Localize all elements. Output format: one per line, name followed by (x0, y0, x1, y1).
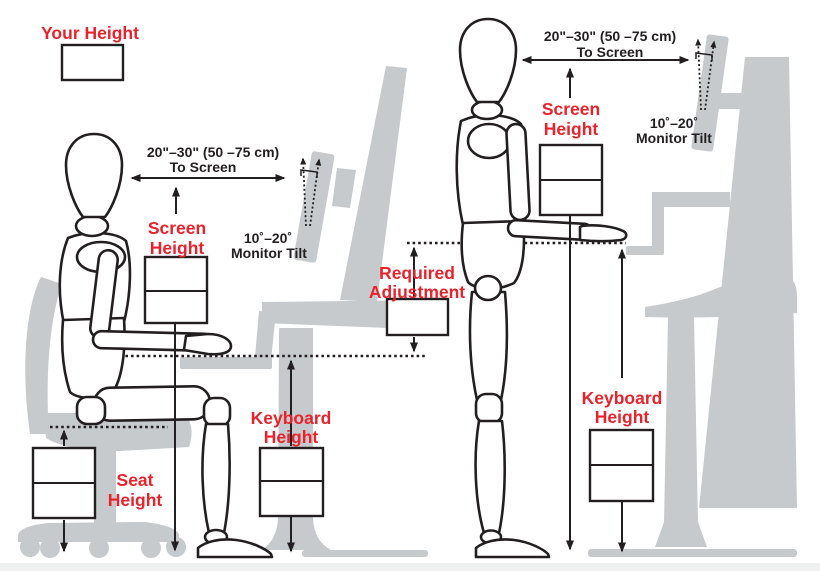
standing-screen-height-input-box[interactable] (538, 143, 604, 217)
required-adjustment-label-line1: Required (379, 263, 455, 283)
standing-mannequin (455, 17, 628, 559)
standing-to-screen-label-line1: 20"–30" (50 –75 cm) (544, 28, 676, 44)
stool-column (664, 317, 698, 524)
standing-monitor-tilt-label-line2: Monitor Tilt (636, 130, 712, 146)
mannequin-neck (470, 99, 504, 121)
mannequin-shin (474, 419, 506, 535)
seat-height-label-line2: Height (108, 490, 163, 510)
mannequin-neck (74, 214, 110, 238)
standing-scene: 20"–30" (50 –75 cm) To Screen Screen Hei… (369, 17, 797, 559)
seat-height-label-line1: Seat (117, 470, 154, 490)
seated-monitor-tilt-label-line1: 10˚–20˚ (244, 230, 292, 246)
mannequin-hand (182, 332, 233, 356)
standing-keyboard-tray (626, 246, 664, 255)
mannequin-upper-arm (505, 122, 531, 222)
seated-scene: Your Height 20"–30" (50 –75 cm) To Scree… (18, 23, 438, 559)
chair-pedestal (94, 445, 116, 529)
standing-work-surface (652, 192, 730, 207)
tilt-angle-tick (695, 52, 713, 61)
standing-keyboard-height-label-line1: Keyboard (582, 388, 663, 408)
mannequin-hand (578, 224, 628, 243)
mannequin-hip-joint (75, 395, 107, 426)
seated-keyboard-height-label-line1: Keyboard (251, 408, 332, 428)
standing-desk-silhouette (588, 34, 797, 557)
seated-screen-height-input-box[interactable] (143, 255, 209, 325)
seated-monitor-tilt-label-line2: Monitor Tilt (231, 245, 307, 261)
chair-base (18, 522, 179, 542)
standing-keyboard-height-input-box[interactable] (588, 428, 655, 503)
mannequin-knee (474, 392, 504, 425)
office-chair-silhouette (18, 277, 192, 558)
monitor-arm-standing (714, 93, 744, 109)
desk-floor-strip (302, 550, 428, 557)
required-adjustment-label-line2: Adjustment (369, 282, 465, 302)
tilt-arrow-inner (695, 38, 702, 111)
seat-height-input-box[interactable] (31, 446, 97, 520)
mannequin-thigh (92, 384, 212, 423)
chair-caster (89, 538, 109, 558)
mannequin-thigh (468, 290, 509, 402)
monitor-tilt-indicator-seated (300, 157, 322, 227)
your-height-input-box[interactable] (60, 43, 125, 82)
monitor-seated (293, 151, 335, 263)
required-adjustment-input-box[interactable] (385, 297, 450, 337)
keyboard-tray-bracket (255, 311, 276, 360)
seated-keyboard-height-input-box[interactable] (258, 446, 325, 518)
stool-seat (645, 277, 797, 318)
chair-caster (20, 537, 40, 557)
keyboard-tray (180, 357, 272, 369)
mannequin-hip-joint (473, 274, 503, 302)
standing-screen-height-label-line2: Height (544, 119, 599, 139)
page-bottom-strip (0, 563, 820, 571)
mannequin-shin (201, 422, 231, 535)
monitor-standing (691, 34, 729, 152)
monitor-tilt-indicator-standing (695, 38, 717, 111)
stool-base (655, 517, 707, 547)
tilt-angle-tick (300, 169, 318, 178)
mannequin-foot (474, 538, 551, 559)
chair-caster (141, 538, 161, 558)
mannequin-head (458, 17, 518, 104)
standing-floor-strip (588, 549, 797, 557)
standing-keyboard-height-label-line2: Height (595, 407, 650, 427)
mannequin-chest (466, 122, 512, 160)
seated-mannequin (58, 132, 274, 559)
seated-to-screen-label-line2: To Screen (170, 159, 237, 175)
seated-to-screen-label-line1: 20"–30" (50 –75 cm) (147, 144, 279, 160)
monitor-mount (332, 168, 356, 208)
standing-screen-height-label-line1: Screen (542, 99, 600, 119)
seated-screen-height-label-line2: Height (150, 238, 205, 258)
mannequin-knee (202, 396, 232, 428)
seated-keyboard-height-label-line2: Height (264, 427, 319, 447)
standing-tray-bracket (652, 192, 664, 249)
standing-monitor-tilt-label-line1: 10˚–20˚ (650, 115, 698, 131)
desk-riser-pole (340, 66, 407, 302)
your-height-label: Your Height (41, 23, 139, 43)
mannequin-head (64, 132, 124, 219)
chair-backrest (25, 277, 62, 434)
seated-screen-height-label-line1: Screen (148, 218, 206, 238)
mannequin-foot (196, 538, 274, 559)
chair-caster (40, 538, 60, 558)
standing-to-screen-label-line2: To Screen (577, 44, 644, 60)
